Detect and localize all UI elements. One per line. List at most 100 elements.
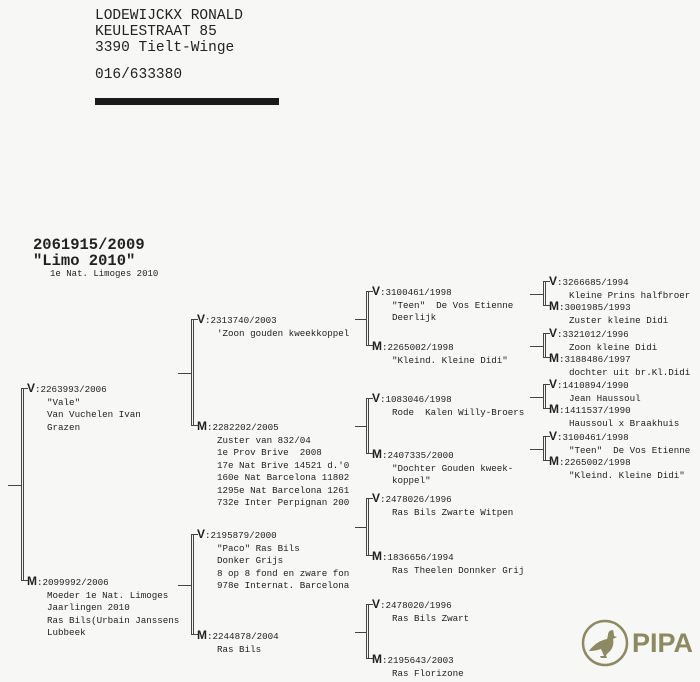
entry-header: V:3100461/1998 — [549, 430, 690, 445]
ring-number: :2099992/2006 — [37, 577, 109, 588]
ring-number: :2313740/2003 — [205, 315, 277, 326]
entry-line: Van Vuchelen Ivan — [47, 409, 141, 420]
entry-line: Jaarlingen 2010 — [47, 602, 130, 613]
sex-label: V — [549, 326, 558, 340]
entry-line: "Dochter Gouden kweek- — [392, 462, 514, 474]
ring-number: :3001985/1993 — [559, 302, 631, 313]
sex-label: V — [27, 381, 36, 395]
bracket-connector — [355, 426, 366, 427]
entry-line: "Teen" De Vos Etienne — [569, 444, 691, 456]
entry-line: 160e Nat Barcelona 11802 — [217, 472, 350, 483]
sex-label: V — [197, 312, 206, 326]
sex-label: V — [372, 284, 381, 298]
subject-name: "Limo 2010" — [33, 252, 136, 270]
entry-line: Zuster kleine Didi — [569, 314, 669, 326]
breeder-name: LODEWIJCKX RONALD — [95, 8, 243, 24]
entry-line: Ras Bils Zwart — [392, 612, 470, 624]
pedigree-bracket — [366, 398, 373, 454]
entry-line: 17e Nat Brive 14521 d.'0 — [217, 459, 350, 471]
entry-line: 8 op 8 fond en zware fon — [217, 567, 350, 579]
sire-entry: V:3100461/1998"Teen" De Vos Etienne — [549, 430, 690, 457]
entry-line: dochter uit br.Kl.Didi — [569, 366, 691, 378]
entry-header: M:2244878/2004 — [197, 629, 279, 644]
sex-label: M — [549, 351, 559, 365]
entry-header: V:2313740/2003 — [197, 313, 349, 328]
ring-number: :3321012/1996 — [557, 329, 629, 340]
ring-number: :3100461/1998 — [557, 432, 629, 443]
entry-line: Ras Bils(Urbain Janssens — [47, 614, 180, 626]
entry-line: Lubbeek — [47, 627, 86, 638]
entry-line: "Teen" De Vos Etienne — [392, 299, 514, 311]
sex-label: M — [372, 652, 382, 666]
sex-label: M — [372, 447, 382, 461]
pipa-logo: PIPA — [580, 618, 693, 668]
subject-ring: 2061915/2009 — [33, 236, 145, 254]
entry-header: M:2265002/1998 — [372, 340, 508, 355]
entry-line: 732e Inter Perpignan 200 — [217, 497, 350, 508]
pedigree-bracket — [543, 281, 550, 306]
entry-line: "Kleind. Kleine Didi" — [392, 354, 508, 366]
ring-number: :1836656/1994 — [382, 552, 454, 563]
bracket-connector — [178, 373, 191, 374]
entry-header: M:2407335/2000 — [372, 448, 513, 463]
sex-label: M — [549, 299, 559, 313]
pedigree-bracket — [543, 436, 550, 461]
entry-header: V:3100461/1998 — [372, 285, 513, 300]
ring-number: :3100461/1998 — [380, 287, 452, 298]
pedigree-bracket — [366, 498, 373, 556]
redaction-bar — [95, 98, 279, 105]
bracket-connector — [530, 449, 543, 450]
breeder-street: KEULESTRAAT 85 — [95, 24, 217, 40]
ring-number: :2195643/2003 — [382, 655, 454, 666]
entry-line: Ras Florizone — [392, 667, 464, 679]
ring-number: :2195879/2000 — [205, 530, 277, 541]
sex-label: M — [372, 339, 382, 353]
bracket-connector — [178, 585, 191, 586]
pedigree-bracket — [543, 333, 550, 358]
entry-line: 'Zoon gouden kweekkoppel — [217, 327, 350, 339]
pedigree-bracket — [366, 291, 373, 346]
entry-header: M:2099992/2006 — [27, 575, 179, 590]
entry-header: V:1083046/1998 — [372, 392, 524, 407]
ring-number: :2244878/2004 — [207, 631, 279, 642]
entry-line: Grazen — [47, 421, 81, 433]
ring-number: :2265002/1998 — [382, 342, 454, 353]
entry-line: Ras Bils Zwarte Witpen — [392, 506, 514, 518]
subject-note: 1e Nat. Limoges 2010 — [50, 268, 159, 279]
sex-label: V — [372, 597, 381, 611]
sex-label: V — [197, 527, 206, 541]
ring-number: :3266685/1994 — [557, 277, 629, 288]
entry-line: Kleine Prins halfbroer — [569, 289, 691, 301]
pedigree-bracket — [21, 388, 28, 581]
pedigree-bracket — [543, 384, 550, 409]
entry-line: Deerlijk — [392, 312, 437, 323]
entry-header: V:2478020/1996 — [372, 598, 469, 613]
sex-label: M — [549, 454, 559, 468]
dam-entry: M:2265002/1998"Kleind. Kleine Didi" — [372, 340, 508, 367]
entry-line: 978e Internat. Barcelona — [217, 580, 350, 591]
entry-line: Ras Bils — [217, 643, 262, 655]
entry-header: V:2263993/2006 — [27, 382, 141, 397]
entry-line: Haussoul x Braakhuis — [569, 417, 680, 429]
entry-header: V:2478026/1996 — [372, 492, 513, 507]
ring-number: :3188486/1997 — [559, 354, 631, 365]
pedigree-bracket — [191, 319, 198, 426]
entry-line: "Vale" — [47, 396, 81, 408]
entry-header: M:3188486/1997 — [549, 352, 690, 367]
entry-line: Donker Grijs — [217, 555, 284, 566]
sex-label: M — [372, 549, 382, 563]
entry-header: V:1410894/1990 — [549, 378, 641, 393]
entry-line: 1e Prov Brive 2008 — [217, 447, 322, 458]
pedigree-bracket — [366, 604, 373, 659]
entry-header: M:1836656/1994 — [372, 550, 524, 565]
sex-label: M — [197, 419, 207, 433]
entry-line: Zoon kleine Didi — [569, 341, 658, 353]
bracket-connector — [8, 485, 21, 486]
entry-header: M:1411537/1990 — [549, 403, 679, 418]
entry-line: Ras Theelen Donnker Grij — [392, 564, 525, 576]
